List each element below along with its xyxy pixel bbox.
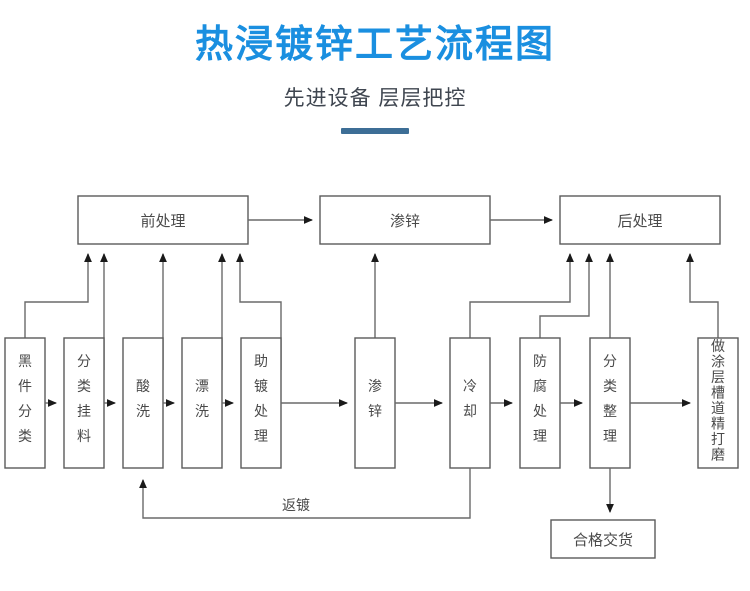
process-box-sorting-finishing[interactable]: 分类整理 bbox=[589, 337, 631, 469]
process-box-black-part-sorting[interactable]: 黑件分类 bbox=[4, 337, 46, 469]
process-box-rinsing[interactable]: 漂洗 bbox=[181, 337, 223, 469]
terminal-box-qualified-delivery-label: 合格交货 bbox=[573, 531, 633, 549]
process-box-sorting-hanging-label: 分类挂料 bbox=[77, 354, 91, 445]
process-box-anticorrosion[interactable]: 防腐处理 bbox=[519, 337, 561, 469]
edge-fluxing-to-pre bbox=[236, 253, 282, 370]
process-box-fluxing[interactable]: 助镀处理 bbox=[240, 337, 282, 469]
edge-blackpart-to-pre bbox=[24, 253, 92, 370]
stage-box-zinc-infiltration-stage-label: 渗锌 bbox=[390, 213, 420, 230]
page-header: 热浸镀锌工艺流程图 先进设备 层层把控 bbox=[0, 0, 750, 134]
process-flowchart: 前处理 渗锌 后处理 黑件分类 分类挂料 酸洗 漂洗 bbox=[0, 170, 750, 591]
process-box-zinc-infiltration[interactable]: 渗锌 bbox=[354, 337, 396, 469]
stage-box-post-treatment-label: 后处理 bbox=[617, 213, 662, 230]
stage-box-zinc-infiltration-stage[interactable]: 渗锌 bbox=[319, 195, 491, 245]
title-divider bbox=[341, 127, 409, 134]
process-box-cooling-label: 冷却 bbox=[463, 379, 477, 420]
edge-label-rework-plating: 返镀 bbox=[282, 497, 310, 514]
stage-box-post-treatment[interactable]: 后处理 bbox=[559, 195, 721, 245]
process-box-sorting-finishing-label: 分类整理 bbox=[603, 354, 617, 445]
process-box-rinsing-label: 漂洗 bbox=[195, 379, 209, 420]
terminal-box-qualified-delivery[interactable]: 合格交货 bbox=[550, 519, 656, 559]
process-box-fluxing-label: 助镀处理 bbox=[254, 354, 268, 445]
process-box-cooling[interactable]: 冷却 bbox=[449, 337, 491, 469]
stage-box-pre-treatment-label: 前处理 bbox=[140, 213, 185, 230]
page-title: 热浸镀锌工艺流程图 bbox=[194, 24, 555, 66]
process-box-sorting-hanging[interactable]: 分类挂料 bbox=[63, 337, 105, 469]
process-box-coating-groove-grinding[interactable]: 做涂层槽道精打磨 bbox=[697, 337, 739, 469]
edge-rework-plating bbox=[139, 468, 471, 519]
process-box-black-part-sorting-label: 黑件分类 bbox=[18, 355, 32, 445]
process-box-anticorrosion-label: 防腐处理 bbox=[533, 354, 547, 445]
process-box-pickling[interactable]: 酸洗 bbox=[122, 337, 164, 469]
process-box-coating-groove-grinding-label: 做涂层槽道精打磨 bbox=[711, 339, 725, 464]
stage-box-pre-treatment[interactable]: 前处理 bbox=[77, 195, 249, 245]
edge-grinding-to-post bbox=[686, 253, 719, 370]
process-box-zinc-infiltration-label: 渗锌 bbox=[368, 379, 382, 420]
page-subtitle: 先进设备 层层把控 bbox=[283, 86, 467, 110]
process-box-pickling-label: 酸洗 bbox=[136, 379, 150, 420]
edge-cooling-to-post bbox=[469, 253, 574, 370]
